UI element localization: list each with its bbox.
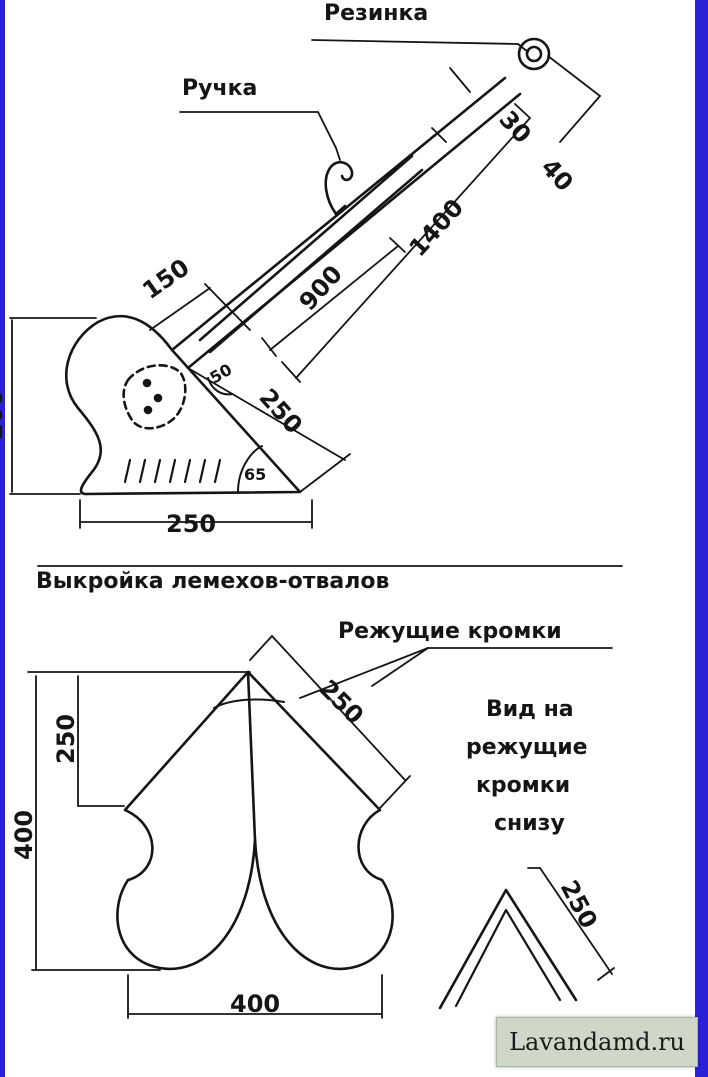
dim-400-pattern-vertical: 400 <box>10 810 38 860</box>
bolt-dot <box>142 378 152 388</box>
rubber-loop <box>517 37 551 71</box>
label-view-2: режущие <box>466 735 588 760</box>
dim-250-pattern-vertical: 250 <box>52 714 80 764</box>
pattern-dimension-lines <box>27 635 615 1019</box>
bolt-dot <box>153 393 163 403</box>
view-v-shape <box>438 888 578 1010</box>
shaft-line-upper <box>170 76 507 352</box>
share-body <box>64 314 302 496</box>
label-view-4: снизу <box>494 811 565 836</box>
pattern-drawing <box>116 670 578 1010</box>
top-dimension-lines <box>9 39 623 567</box>
dim-200-left: 200 <box>0 390 8 440</box>
watermark-badge: Lavandamd.ru <box>496 1017 698 1067</box>
label-cutting-edges: Режущие кромки <box>338 619 562 644</box>
pattern-cut-arc <box>213 698 285 709</box>
watermark-text: Lavandamd.ru <box>509 1028 685 1056</box>
tube-line <box>198 154 414 342</box>
share-hatching <box>123 458 222 484</box>
label-view-1: Вид на <box>486 697 574 722</box>
angle-arc-65 <box>237 445 263 493</box>
handle-hook <box>324 160 354 216</box>
label-rubber: Резинка <box>324 1 428 26</box>
bolt-dot <box>143 405 153 415</box>
dim-400-pattern-horizontal: 400 <box>230 990 280 1018</box>
label-view-3: кромки <box>476 773 570 798</box>
tube-line <box>208 168 424 354</box>
pattern-title: Выкройка лемехов-отвалов <box>36 569 389 594</box>
bolt-plate <box>122 364 187 430</box>
top-drawing <box>64 37 551 496</box>
angle-65-label: 65 <box>244 465 266 484</box>
dim-250-bottom: 250 <box>166 510 216 538</box>
label-handle: Ручка <box>182 76 257 101</box>
